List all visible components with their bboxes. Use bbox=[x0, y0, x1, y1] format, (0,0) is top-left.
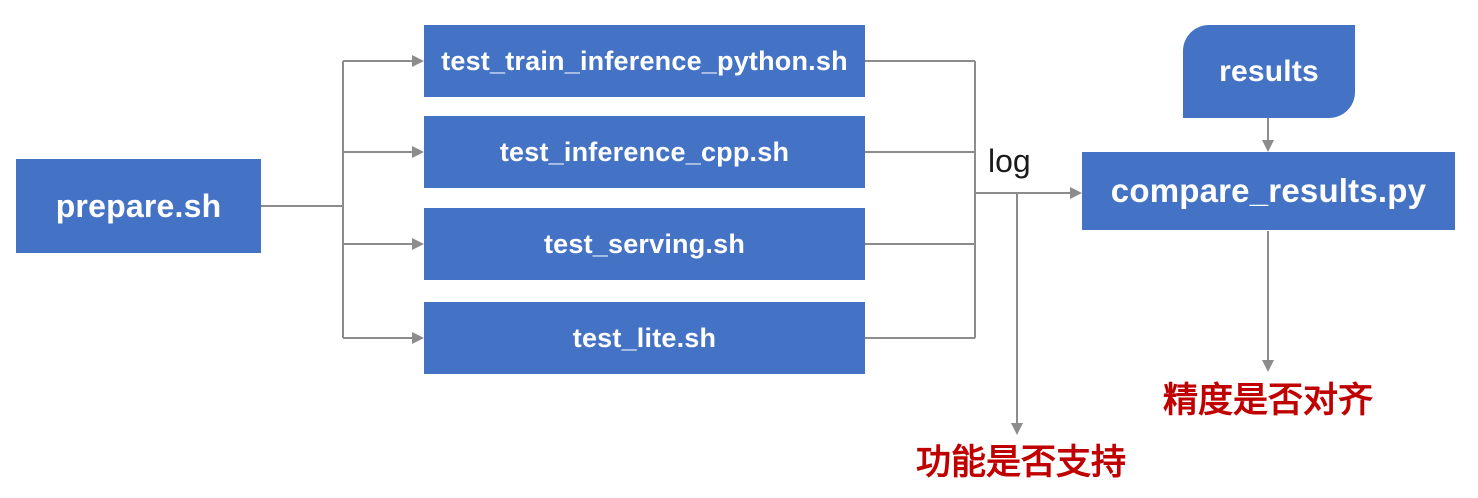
edge-results-to-compare-line bbox=[1267, 118, 1269, 141]
edge-fanout-vertical-line bbox=[342, 61, 344, 338]
edge-label-log: log bbox=[988, 143, 1031, 179]
node-test-lite-sh: test_lite.sh bbox=[424, 302, 865, 374]
arrowhead-right-icon bbox=[412, 238, 424, 250]
node-results: results bbox=[1183, 25, 1355, 118]
edge-log-down-line bbox=[1016, 193, 1018, 423]
edge-test-train-out-line bbox=[865, 60, 975, 62]
arrowhead-right-icon bbox=[412, 55, 424, 67]
annotation-function-supported: 功能是否支持 bbox=[916, 443, 1127, 482]
edge-to-test-serving-line bbox=[343, 243, 412, 245]
node-compare-results-py: compare_results.py bbox=[1082, 152, 1455, 230]
node-test-serving-sh: test_serving.sh bbox=[424, 208, 865, 280]
arrowhead-right-icon bbox=[412, 146, 424, 158]
edge-test-lite-out-line bbox=[865, 337, 975, 339]
annotation-precision-aligned: 精度是否对齐 bbox=[1163, 381, 1374, 420]
edge-to-test-lite-line bbox=[343, 337, 412, 339]
node-test-inference-cpp-sh: test_inference_cpp.sh bbox=[424, 116, 865, 188]
arrowhead-down-icon bbox=[1262, 140, 1274, 152]
node-test-train-inference-python-sh: test_train_inference_python.sh bbox=[424, 25, 865, 97]
arrowhead-down-icon bbox=[1262, 360, 1274, 372]
edge-prepare-out-line bbox=[261, 205, 343, 207]
edge-test-inference-cpp-out-line bbox=[865, 151, 975, 153]
edge-to-test-train-line bbox=[343, 60, 412, 62]
edge-log-to-compare-line bbox=[975, 192, 1070, 194]
edge-fanin-vertical-line bbox=[974, 61, 976, 338]
arrowhead-right-icon bbox=[412, 332, 424, 344]
edge-to-test-inference-cpp-line bbox=[343, 151, 412, 153]
arrowhead-right-icon bbox=[1070, 187, 1082, 199]
edge-compare-down-line bbox=[1267, 231, 1269, 361]
arrowhead-down-icon bbox=[1011, 423, 1023, 435]
edge-test-serving-out-line bbox=[865, 243, 975, 245]
node-prepare-sh: prepare.sh bbox=[16, 159, 261, 253]
